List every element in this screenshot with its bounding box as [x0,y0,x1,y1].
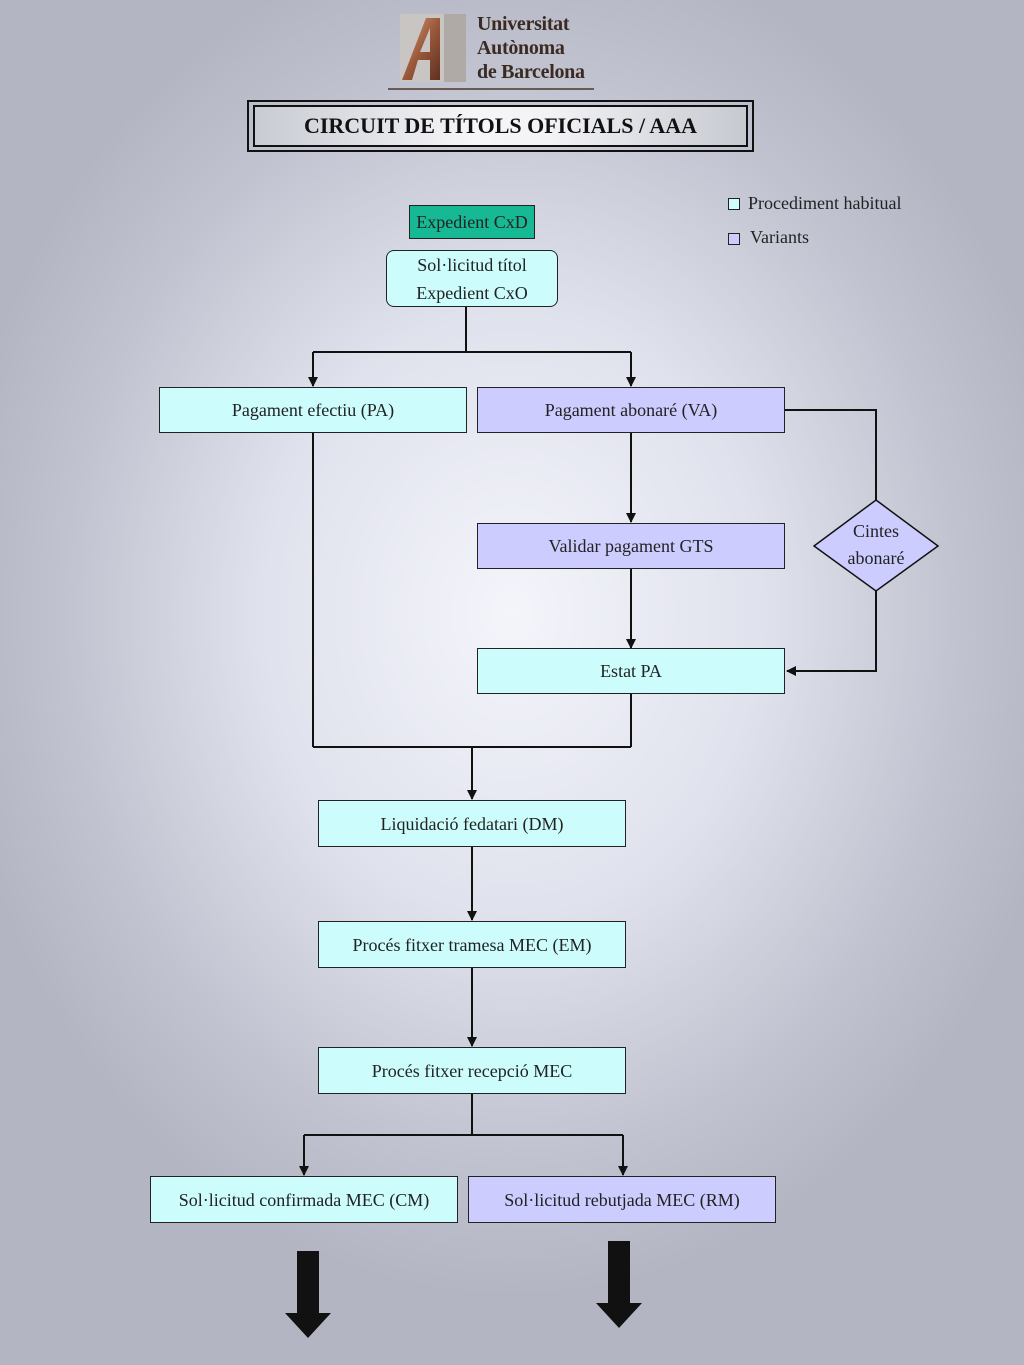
node-cintes-line-2: abonaré [847,548,905,568]
legend-habitual-swatch [728,198,740,210]
title-frame [247,100,754,152]
logo-line-1: Universitat [477,13,570,35]
arrow-cintes-to-estat [786,591,877,676]
logo-line-3: de Barcelona [477,61,585,83]
connector-to-cintes [785,409,877,500]
node-pagament-efectiu: Pagament efectiu (PA) [159,387,467,433]
page-title: CIRCUIT DE TÍTOLS OFICIALS / AAA [253,105,748,147]
uab-logo-mark-icon [400,14,466,82]
node-sollicitud-line-2: Expedient CxO [416,282,528,303]
node-liquidacio-fedatari: Liquidació fedatari (DM) [318,800,626,847]
legend-habitual-label: Procediment habitual [748,193,902,213]
node-expedient-cxd: Expedient CxD [409,205,535,239]
node-sollicitud-line-1: Sol·licitud títol [417,254,527,275]
node-sollicitud-confirmada: Sol·licitud confirmada MEC (CM) [150,1176,458,1223]
big-down-arrow-right-icon [596,1241,642,1328]
legend-variants-swatch [728,233,740,245]
legend-variants-label: Variants [750,227,809,247]
big-down-arrow-left-icon [285,1251,331,1338]
node-estat-pa: Estat PA [477,648,785,694]
logo-underline [388,88,594,90]
node-pagament-abonare: Pagament abonaré (VA) [477,387,785,433]
cintes-abonare-diamond [812,499,940,592]
node-cintes-line-1: Cintes [852,521,899,541]
university-logo-text: Universitat Autònoma de Barcelona [477,12,585,84]
node-sollicitud-rebutjada: Sol·licitud rebutjada MEC (RM) [468,1176,776,1223]
node-proces-recepcio: Procés fitxer recepció MEC [318,1047,626,1094]
node-cintes-abonare: Cintes abonaré [826,518,926,572]
node-proces-tramesa: Procés fitxer tramesa MEC (EM) [318,921,626,968]
node-sollicitud-titol: Sol·licitud títol Expedient CxO [386,250,558,307]
logo-line-2: Autònoma [477,37,565,59]
node-validar-pagament: Validar pagament GTS [477,523,785,569]
